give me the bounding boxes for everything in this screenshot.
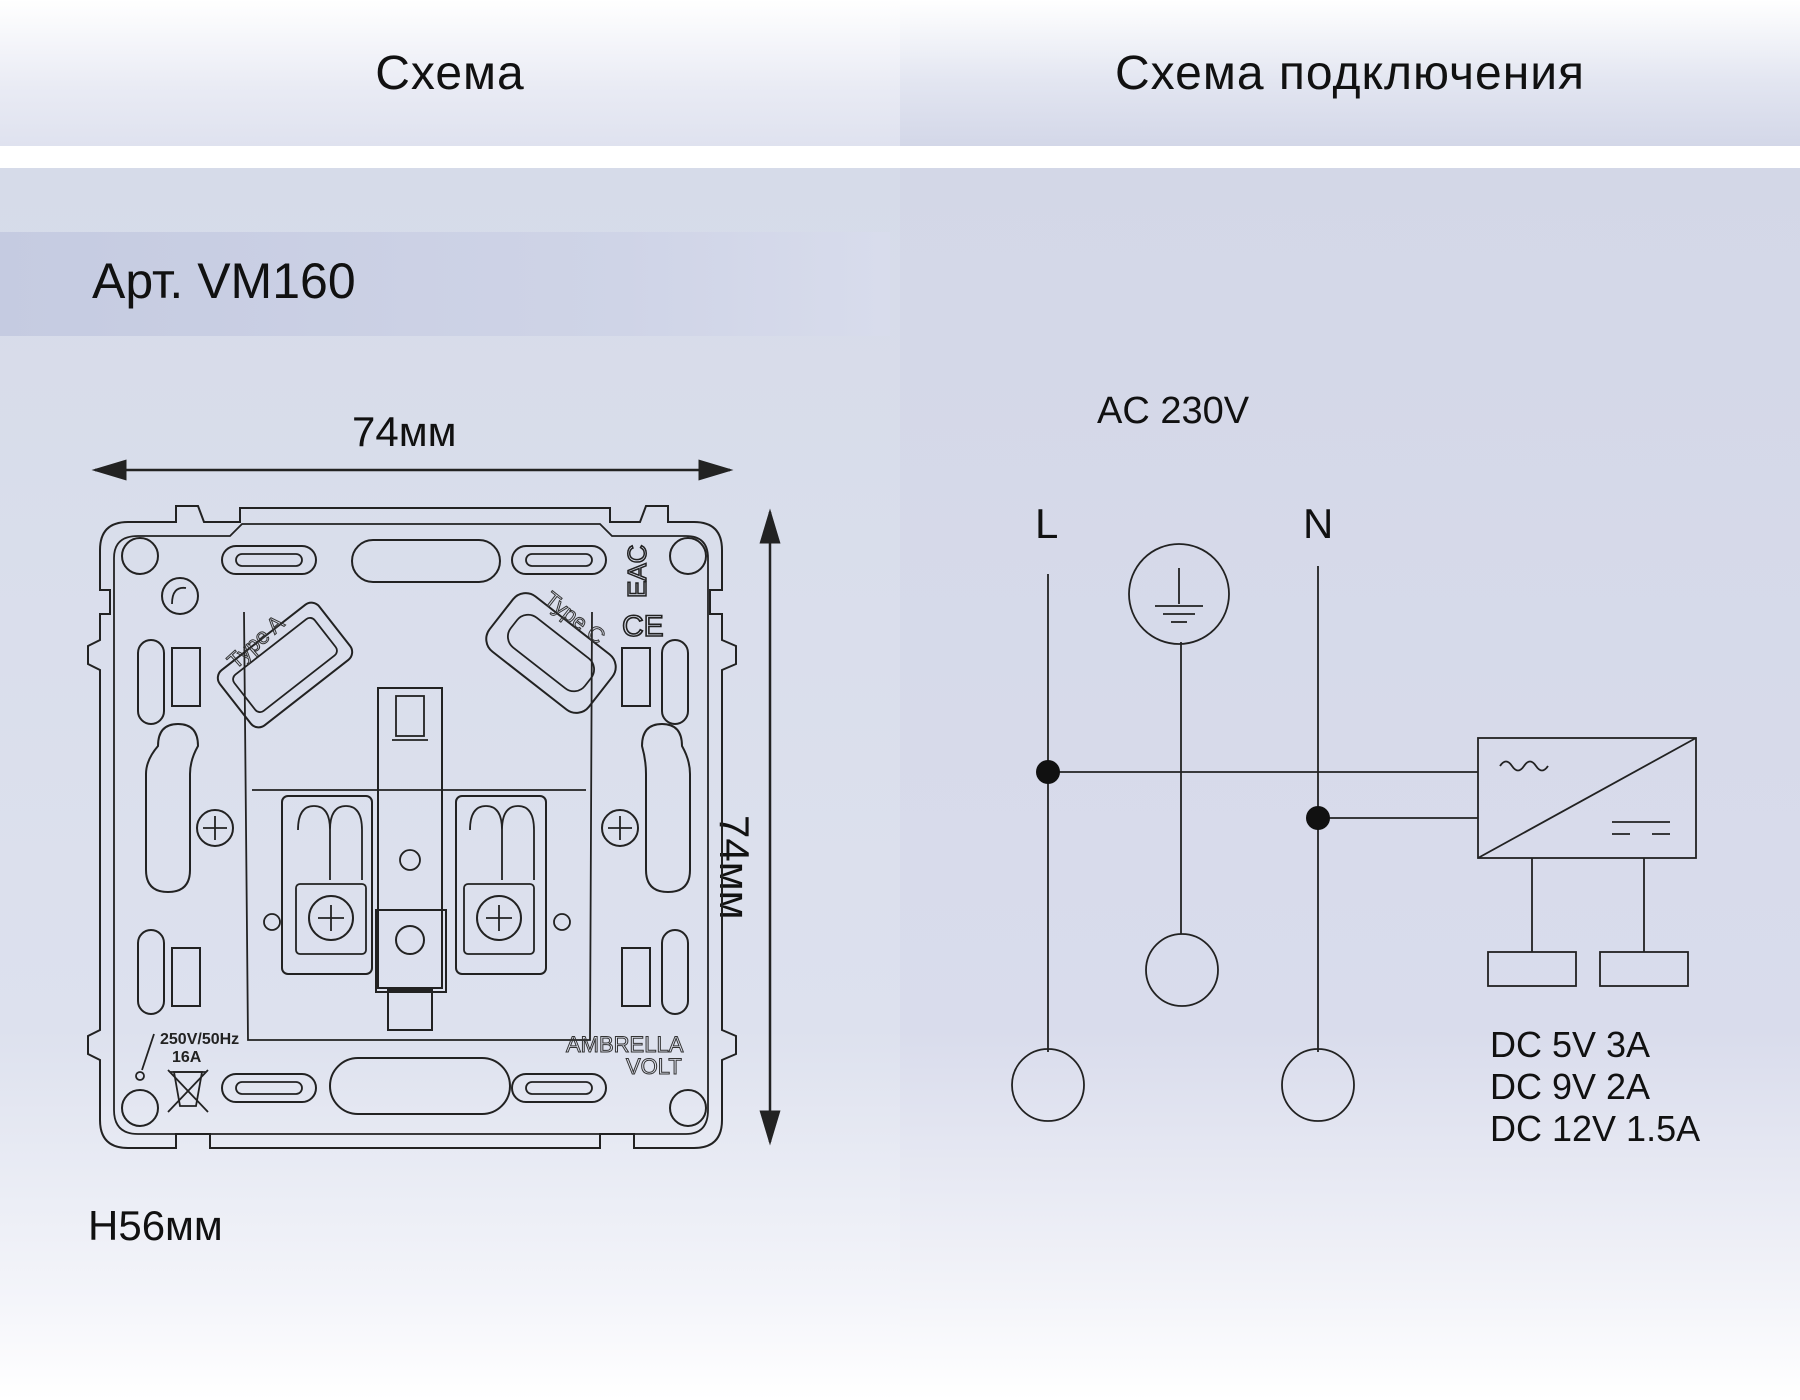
mounting-slot-left — [145, 722, 200, 894]
slot-bottom-left — [221, 1073, 317, 1103]
port-c-mark: Type C — [540, 586, 610, 649]
slot-bottom-right-inner — [525, 1081, 593, 1095]
supply-voltage-label: AC 230V — [1097, 390, 1250, 432]
socket-mechanism-drawing: EAC CE Type A Type C 250V/50Hz 16A AMBRE… — [87, 505, 737, 1149]
neutral-junction-dot — [1306, 806, 1330, 830]
earth-symbol — [1128, 543, 1230, 645]
logo-mark — [161, 577, 199, 615]
side-clip-left-lower — [171, 947, 201, 1007]
terminal-block-left — [281, 795, 373, 975]
mounting-plate-inner-outline — [113, 523, 709, 1135]
wiring-panel — [900, 168, 1800, 1400]
fixing-screw-left — [196, 809, 234, 847]
ac-dc-converter-symbol — [1477, 737, 1697, 859]
schema-panel — [0, 168, 900, 1400]
header-wiring-title: Схема подключения — [1115, 46, 1585, 100]
neutral-terminal — [1281, 1048, 1355, 1122]
side-slot-right-upper — [661, 639, 689, 725]
header-divider — [0, 146, 1800, 168]
usb-c-port — [485, 592, 617, 714]
slot-top-right — [511, 545, 607, 575]
width-dimension-label: 74мм — [352, 408, 457, 455]
neutral-terminal-label: N — [1303, 500, 1334, 547]
port-a-mark: Type A — [222, 610, 289, 674]
fixing-screw-right — [601, 809, 639, 847]
header-schema: Схема — [0, 0, 900, 146]
article-band — [0, 232, 890, 336]
housing-inner-frame — [243, 611, 593, 1041]
brand-mark-line-2: VOLT — [626, 1054, 682, 1079]
output-rating-9v: DC 9V 2A — [1490, 1066, 1651, 1107]
ce-mark: CE — [622, 610, 664, 643]
slot-top-right-inner — [525, 553, 593, 567]
side-clip-left-upper — [171, 647, 201, 707]
small-hole-left — [263, 913, 281, 931]
article-number: Арт. VM160 — [92, 253, 356, 309]
small-hole-right — [553, 913, 571, 931]
wiring-diagram — [1011, 543, 1697, 1122]
earth-contact — [375, 687, 447, 1031]
usb-output-port-1 — [1487, 951, 1577, 987]
slot-top-center — [351, 539, 501, 583]
rating-voltage-mark: 250V/50Hz — [160, 1031, 239, 1048]
output-rating-5v: DC 5V 3A — [1490, 1024, 1651, 1065]
corner-hole-bottom-left — [121, 1089, 159, 1127]
header-schema-title: Схема — [375, 46, 525, 100]
side-clip-right-upper — [621, 647, 651, 707]
earth-terminal — [1145, 933, 1219, 1007]
slot-bottom-left-inner — [235, 1081, 303, 1095]
slot-bottom-center — [329, 1057, 511, 1115]
terminal-block-right — [455, 795, 547, 975]
side-slot-right-lower — [661, 929, 689, 1015]
slot-bottom-right — [511, 1073, 607, 1103]
output-rating-12v: DC 12V 1.5A — [1490, 1108, 1701, 1149]
header-wiring: Схема подключения — [900, 0, 1800, 146]
line-terminal-label: L — [1035, 500, 1059, 547]
screwdriver-mark — [135, 1033, 155, 1081]
corner-hole-bottom-right — [669, 1089, 707, 1127]
side-slot-left-upper — [137, 639, 165, 725]
usb-output-port-2 — [1599, 951, 1689, 987]
brand-mark-line-1: AMBRELLA — [566, 1032, 684, 1057]
eac-mark: EAC — [622, 545, 652, 598]
corner-hole-top-right — [669, 537, 707, 575]
line-terminal — [1011, 1048, 1085, 1122]
side-slot-left-lower — [137, 929, 165, 1015]
corner-hole-top-left — [121, 537, 159, 575]
mounting-plate-outline — [87, 505, 737, 1149]
depth-dimension-label: H56мм — [88, 1202, 223, 1249]
slot-top-left — [221, 545, 317, 575]
rating-current-mark: 16A — [172, 1049, 202, 1066]
line-junction-dot — [1036, 760, 1060, 784]
mounting-slot-right — [640, 722, 691, 894]
side-clip-right-lower — [621, 947, 651, 1007]
weee-mark — [167, 1069, 209, 1113]
slot-top-left-inner — [235, 553, 303, 567]
